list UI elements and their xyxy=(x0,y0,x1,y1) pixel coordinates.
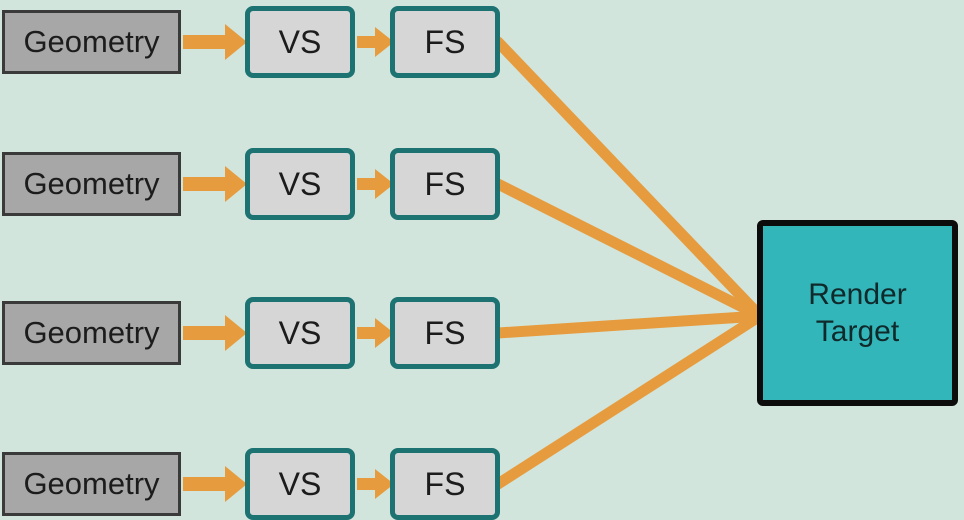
fragment-shader-box: FS xyxy=(390,6,500,78)
fragment-shader-box: FS xyxy=(390,448,500,520)
fs-to-render-target-connector xyxy=(492,310,766,339)
render-target-box: Render Target xyxy=(757,220,958,406)
vs-to-fs-arrow xyxy=(357,469,394,499)
geometry-box: Geometry xyxy=(2,10,181,74)
vertex-shader-box: VS xyxy=(245,148,355,220)
vs-to-fs-arrow xyxy=(357,27,394,57)
fs-to-render-target-connector xyxy=(492,310,766,490)
geometry-box: Geometry xyxy=(2,452,181,516)
fragment-shader-box: FS xyxy=(390,297,500,369)
fs-to-render-target-connector xyxy=(492,36,766,322)
vs-to-fs-arrow xyxy=(357,318,394,348)
geometry-box: Geometry xyxy=(2,152,181,216)
fragment-shader-box: FS xyxy=(390,148,500,220)
geometry-to-vs-arrow xyxy=(183,166,247,202)
geometry-to-vs-arrow xyxy=(183,315,247,351)
vs-to-fs-arrow xyxy=(357,169,394,199)
vertex-shader-box: VS xyxy=(245,448,355,520)
vertex-shader-box: VS xyxy=(245,6,355,78)
vertex-shader-box: VS xyxy=(245,297,355,369)
fs-to-render-target-connector xyxy=(492,178,766,322)
geometry-box: Geometry xyxy=(2,301,181,365)
geometry-to-vs-arrow xyxy=(183,24,247,60)
geometry-to-vs-arrow xyxy=(183,466,247,502)
